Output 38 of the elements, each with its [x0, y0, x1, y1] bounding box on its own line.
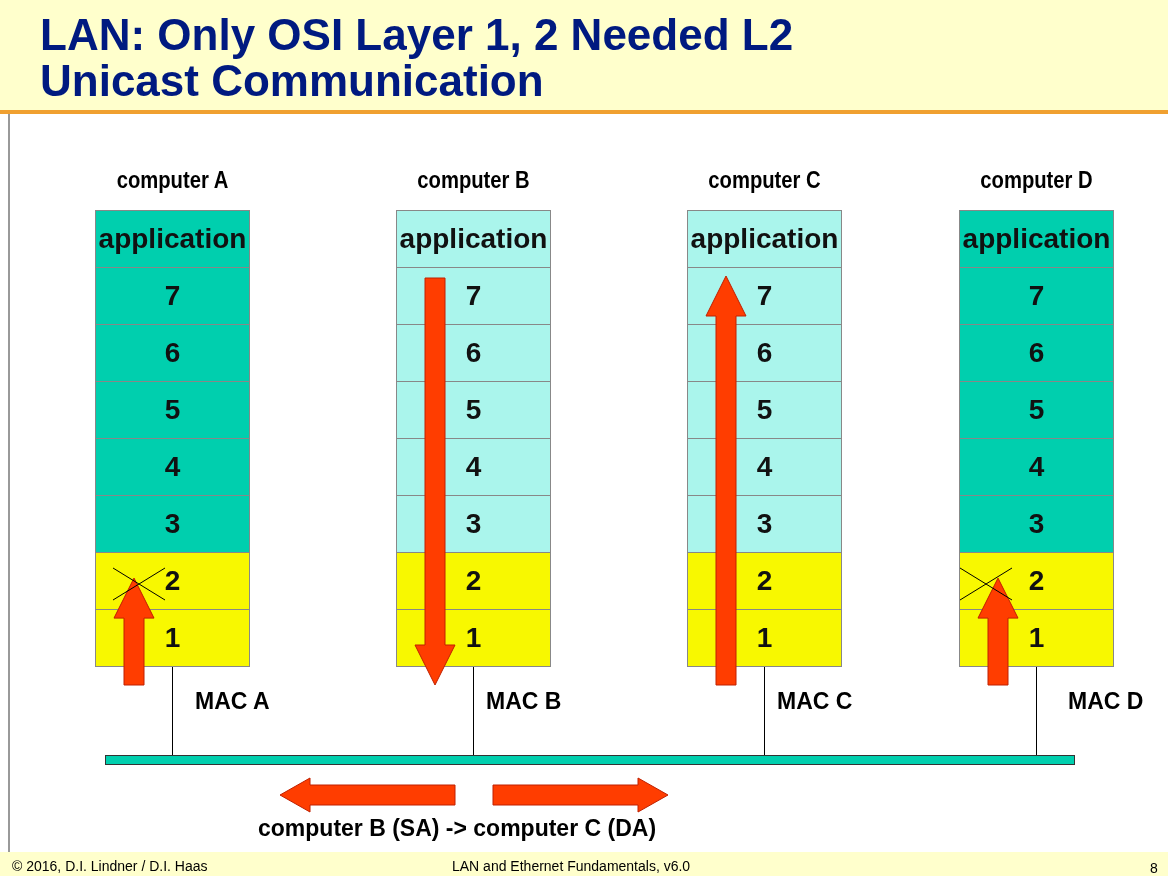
layer-cell: 2: [95, 552, 250, 610]
stack-heading: computer C: [707, 166, 822, 195]
connector-line: [172, 666, 173, 756]
layer-cell: 4: [95, 438, 250, 496]
stack-heading: computer B: [416, 166, 531, 195]
connector-line: [764, 666, 765, 756]
mac-label: MAC A: [195, 688, 270, 715]
mac-label: MAC C: [777, 688, 853, 715]
network-bus: [105, 755, 1075, 765]
mac-label: MAC D: [1068, 688, 1144, 715]
frame-caption: computer B (SA) -> computer C (DA): [258, 815, 657, 842]
layer-cell: 4: [959, 438, 1114, 496]
mac-label: MAC B: [486, 688, 562, 715]
stack-heading: computer A: [115, 166, 230, 195]
page-number: 8: [1150, 860, 1158, 876]
layer-cell: 5: [95, 381, 250, 439]
layer-cell: 6: [95, 324, 250, 382]
layer-cell: application: [687, 210, 842, 268]
footer-title: LAN and Ethernet Fundamentals, v6.0: [452, 858, 691, 874]
block-arrow: [113, 577, 155, 686]
block-arrow: [414, 277, 456, 686]
footer-copyright: © 2016, D.I. Lindner / D.I. Haas: [12, 858, 208, 874]
layer-cell: 2: [959, 552, 1114, 610]
layer-cell: application: [959, 210, 1114, 268]
layer-cell: 7: [95, 267, 250, 325]
layer-cell: 3: [959, 495, 1114, 553]
layer-cell: 5: [959, 381, 1114, 439]
layer-cell: 7: [959, 267, 1114, 325]
layer-cell: 3: [95, 495, 250, 553]
connector-line: [1036, 666, 1037, 756]
block-arrow: [977, 577, 1019, 686]
layer-cell: application: [396, 210, 551, 268]
layer-cell: 6: [959, 324, 1114, 382]
block-arrow: [705, 275, 747, 686]
connector-line: [473, 666, 474, 756]
slide-title: LAN: Only OSI Layer 1, 2 Needed L2 Unicast Communication: [40, 12, 795, 104]
layer-cell: application: [95, 210, 250, 268]
stack-heading: computer D: [979, 166, 1094, 195]
